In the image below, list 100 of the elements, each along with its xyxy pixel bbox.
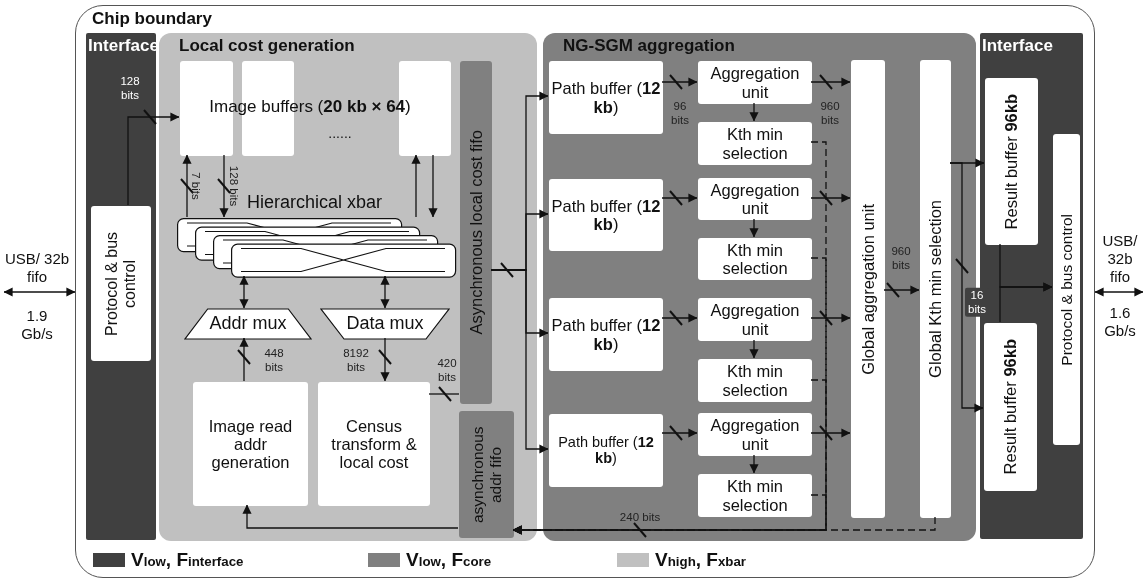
interface-region: [86, 33, 156, 540]
block-label: Path buffer (12 kb): [550, 79, 662, 116]
connector-arrow: [1094, 287, 1144, 297]
bus-width-label: 448 bits: [263, 345, 285, 375]
buffer-label: ......: [327, 124, 353, 142]
process-box: [549, 61, 663, 134]
block-label: Global Kth min selection: [926, 200, 945, 378]
connector-arrow: [127, 112, 180, 206]
process-box: [984, 323, 1037, 491]
connector-arrow: [380, 337, 390, 382]
connector-arrow: [239, 275, 249, 309]
mux-trapezoid: [321, 309, 449, 339]
block-label: Addr mux: [209, 314, 287, 334]
connector-arrow: [810, 193, 851, 203]
block-label: Protocol & bus control: [1057, 213, 1076, 366]
process-box: [1053, 134, 1080, 445]
connector-arrow: [749, 218, 759, 238]
process-box: [193, 382, 308, 506]
connector-arrow: [661, 428, 698, 438]
connector-arrow: [661, 193, 698, 203]
block-label: Kth min selection: [721, 125, 789, 162]
connector-arrow: [999, 282, 1053, 323]
bus-width-label: 128 bits: [119, 73, 141, 103]
port-label: 1.6 Gb/s: [1103, 304, 1137, 340]
block-label: Kth min selection: [721, 240, 789, 278]
process-box: [91, 206, 151, 361]
block-label: Kth min selection: [721, 477, 789, 514]
region-title: Interface: [982, 36, 1053, 56]
process-box: [698, 238, 812, 280]
connector-arrow: [411, 154, 421, 218]
connector-arrow: [661, 77, 698, 87]
local-cost-region: [159, 33, 537, 541]
block-label: Hierarchical xbar: [247, 192, 383, 213]
block-label: Census transform & local cost: [330, 416, 418, 472]
fifo-box: [459, 411, 514, 538]
buffer-label: Image buffers (20 kb × 64): [208, 96, 412, 118]
process-box: [318, 382, 430, 506]
connector-arrow: [749, 102, 759, 122]
process-box: [985, 78, 1038, 245]
process-box: [549, 414, 663, 487]
bus-width-label: 128 bits: [227, 165, 242, 207]
block-label: Global aggregation unit: [858, 203, 878, 375]
connector-arrow: [810, 313, 851, 323]
connector-arrow: [749, 454, 759, 474]
connector-arrow: [182, 154, 192, 218]
bus-width-label: 420 bits: [436, 355, 458, 385]
process-box: [549, 298, 663, 371]
bus-width-label: 960 bits: [890, 243, 912, 273]
bus-width-label: 96 bits: [670, 98, 690, 128]
connector-arrow: [661, 313, 698, 323]
process-box: [698, 61, 812, 104]
process-box: [549, 179, 663, 251]
connector-arrow: [3, 287, 76, 297]
dashed-arrow: [512, 516, 936, 535]
block-label: Data mux: [346, 314, 424, 334]
port-label: USB/ 32b fifo: [4, 246, 70, 292]
region-title: Local cost generation: [179, 36, 355, 56]
port-label: 1.9 Gb/s: [20, 307, 54, 343]
block-label: Kth min selection: [721, 362, 789, 399]
bus-width-label: 240 bits: [618, 509, 662, 525]
process-box: [698, 178, 812, 220]
connector-arrow: [810, 428, 851, 438]
process-box: [698, 298, 812, 341]
chip-boundary: [75, 5, 1095, 578]
region-title: Chip boundary: [92, 9, 212, 29]
block-label: Path buffer (12 kb): [550, 196, 662, 234]
connector-arrow: [810, 77, 851, 87]
bus-width-label: 7 bits: [189, 172, 204, 200]
process-box: [920, 60, 951, 518]
region-title: NG-SGM aggregation: [563, 36, 735, 56]
block-label: Aggregation unit: [709, 416, 801, 453]
process-box: [698, 122, 812, 165]
connector-arrow: [219, 154, 229, 218]
connector-arrow: [428, 154, 438, 218]
block-label: asynchronous addr fifo: [468, 425, 505, 525]
block-label: Asynchronous local cost fifo: [466, 130, 486, 335]
connector-arrow: [883, 285, 920, 295]
block-label: Result buffer 96kb: [1001, 339, 1020, 475]
connector-arrow: [749, 339, 759, 359]
process-box: [698, 413, 812, 456]
block-label: Aggregation unit: [709, 301, 801, 338]
block-label: Result buffer 96kb: [1002, 93, 1021, 230]
connector-arrow: [239, 337, 249, 382]
process-box: [698, 474, 812, 517]
block-label: Image read addr generation: [207, 416, 294, 472]
block-label: Path buffer (12 kb): [557, 434, 655, 467]
block-label: Path buffer (12 kb): [550, 316, 662, 353]
block-label: Aggregation unit: [709, 64, 801, 101]
process-box: [698, 359, 812, 402]
process-box: [851, 60, 885, 518]
bus-width-label: 8192 bits: [342, 345, 370, 375]
connector-arrow: [949, 162, 984, 413]
block-label: Aggregation unit: [709, 180, 801, 218]
bus-width-label: 960 bits: [819, 98, 841, 128]
connector-arrow: [380, 275, 390, 309]
block-label: Protocol & bus control: [102, 230, 139, 338]
connector-arrow: [242, 504, 459, 529]
bus-width-label: 16 bits: [965, 287, 989, 317]
mux-trapezoid: [185, 309, 311, 339]
port-label: USB/ 32b fifo: [1097, 224, 1143, 292]
